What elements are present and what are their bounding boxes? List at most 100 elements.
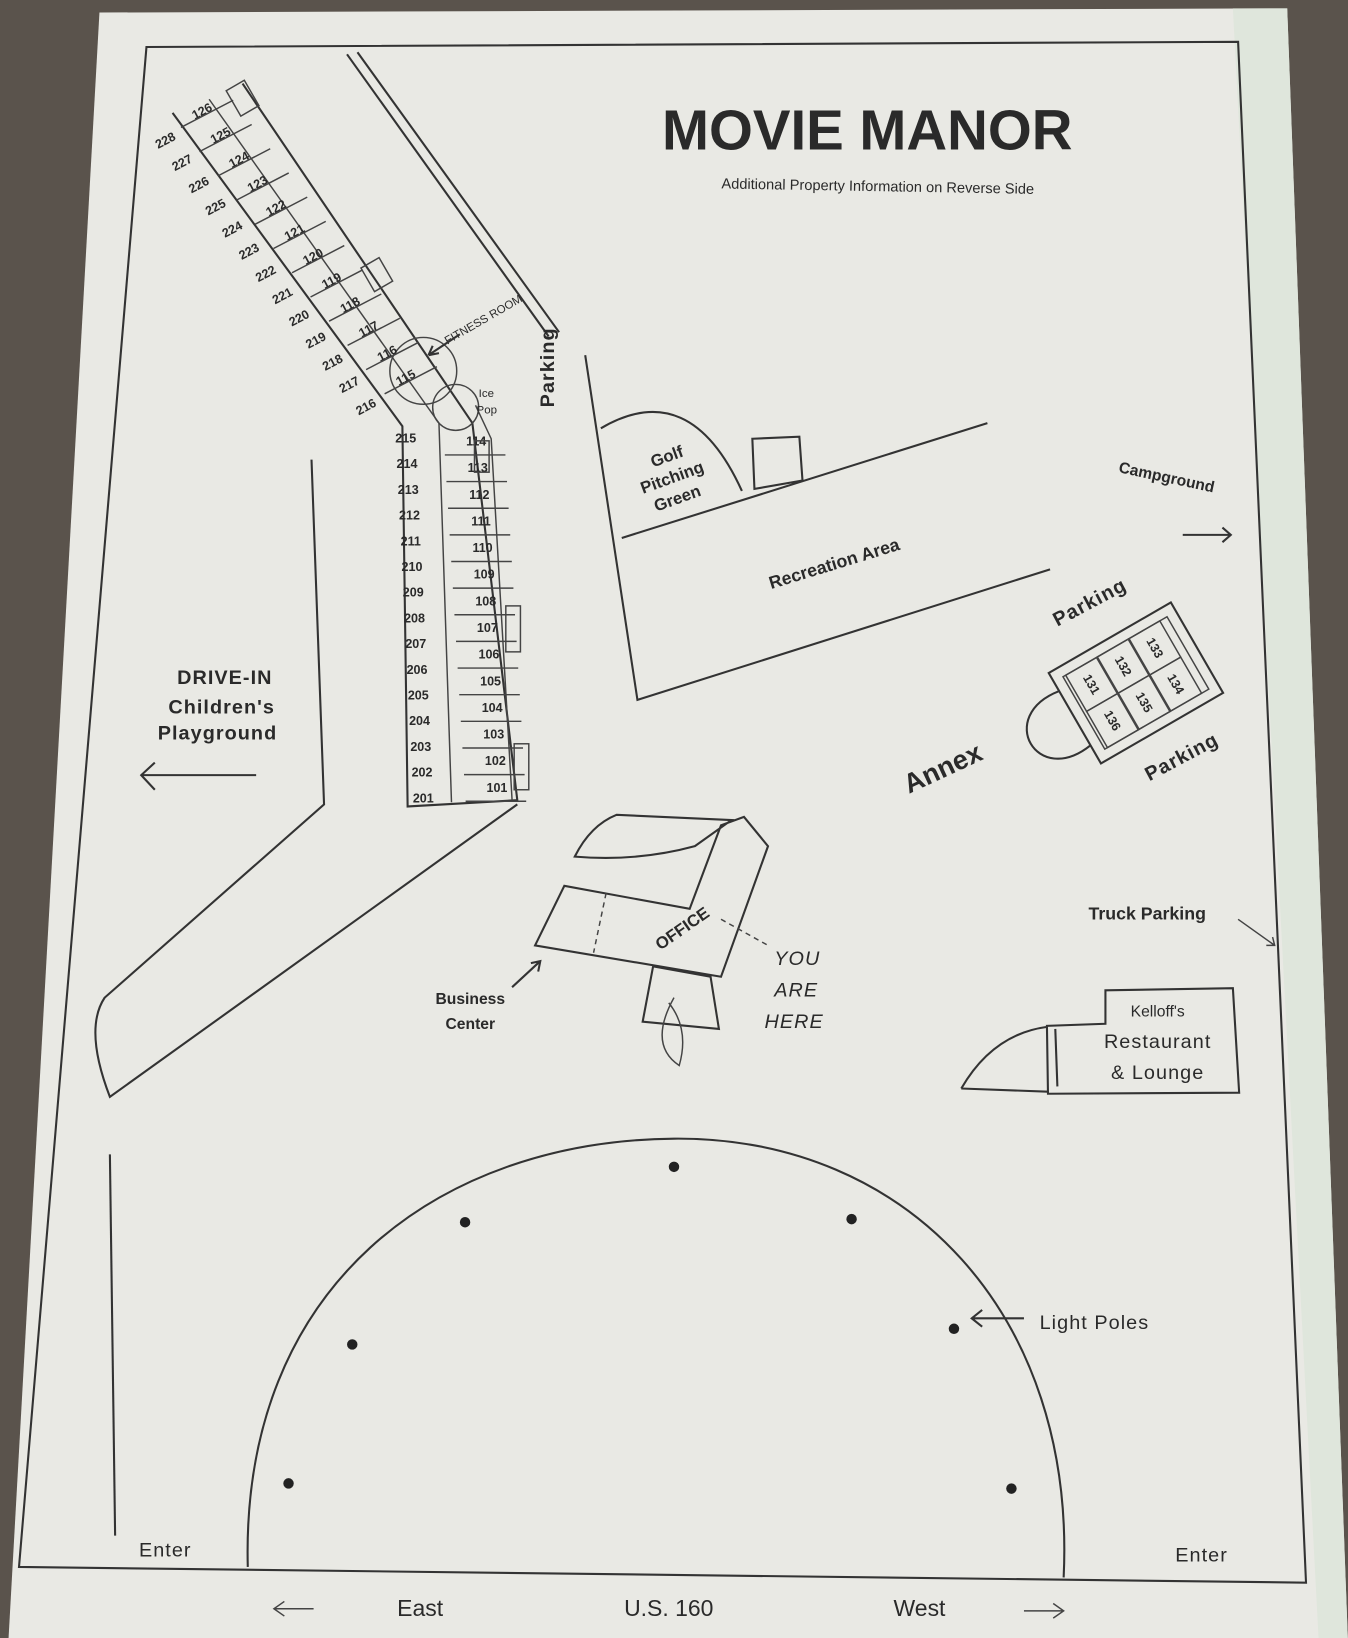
pop-label: Pop (477, 405, 497, 417)
drive-in-label: DRIVE-IN (177, 667, 272, 689)
room-number: 101 (487, 781, 508, 795)
truck-parking-arrow-icon (1237, 918, 1276, 947)
map-subtitle: Additional Property Information on Rever… (721, 176, 1034, 197)
room-divider (199, 123, 253, 153)
light-pole (283, 1478, 294, 1489)
room-divider (365, 341, 419, 371)
room-number: 107 (477, 621, 498, 635)
room-number: 214 (397, 457, 418, 471)
kelloffs-building (960, 987, 1241, 1095)
recreation-area-outline (584, 355, 1051, 702)
playground-label-2: Playground (158, 723, 278, 745)
paper-shadow (1232, 8, 1348, 1638)
campground-arrow-icon (1182, 526, 1233, 543)
restaurant-label: Restaurant (1104, 1031, 1211, 1053)
room-number: 203 (410, 740, 431, 754)
business-center-label-2: Center (445, 1016, 495, 1033)
room-number: 204 (409, 714, 430, 728)
paper-sheet (8, 8, 1348, 1638)
map-border (17, 40, 1308, 1584)
left-road-edge (108, 1154, 117, 1536)
highway-label: U.S. 160 (624, 1595, 713, 1621)
light-pole (846, 1213, 857, 1225)
annex-room (1148, 656, 1203, 713)
room-number: 215 (395, 432, 416, 446)
light-poles-label: Light Poles (1040, 1312, 1150, 1334)
room-divider (273, 220, 327, 250)
room-number: 103 (483, 728, 504, 742)
light-pole (459, 1217, 471, 1228)
parking-road (346, 51, 560, 337)
room-number: 108 (475, 594, 496, 608)
room-number: 210 (402, 560, 423, 574)
room-number: 209 (403, 586, 424, 600)
map-title: MOVIE MANOR (662, 98, 1073, 161)
fitness-arrow-icon (427, 333, 461, 357)
enter-right-label: Enter (1175, 1545, 1228, 1567)
motel-building (171, 82, 519, 808)
building-outline (171, 82, 519, 808)
light-pole (668, 1161, 680, 1173)
room-divider (291, 244, 345, 274)
room-number: 208 (404, 611, 425, 625)
room-number: 206 (407, 663, 428, 677)
room-number: 106 (479, 648, 500, 662)
corridor-line (474, 405, 513, 801)
annex-room (1117, 674, 1171, 731)
room-divider (254, 196, 308, 225)
room-number: 211 (401, 534, 421, 548)
kelloffs-label: Kelloff's (1131, 1003, 1185, 1020)
you-are-here-label-2: ARE (773, 980, 818, 1002)
room-divider (347, 317, 401, 347)
business-center-label-1: Business (435, 991, 505, 1008)
light-pole (347, 1339, 358, 1350)
room-number: 104 (482, 701, 503, 715)
room-divider (236, 172, 290, 201)
business-center-arrow-icon (511, 959, 542, 988)
office-building (533, 813, 770, 1031)
room-divider (384, 366, 438, 395)
truck-parking-label: Truck Parking (1089, 903, 1206, 923)
room-number: 112 (469, 488, 489, 502)
room-divider (217, 148, 271, 177)
room-number: 212 (399, 509, 420, 523)
playground-label-1: Children's (168, 696, 275, 718)
room-number: 105 (480, 674, 501, 688)
room-number: 111 (471, 514, 491, 528)
room-number: 213 (398, 483, 419, 497)
room-number: 109 (474, 568, 495, 582)
west-arrow-icon (1023, 1602, 1065, 1619)
you-are-here-label-3: HERE (764, 1011, 823, 1033)
stairs-icons (225, 79, 530, 791)
drive-in-road (94, 459, 518, 1099)
you-are-here-label-1: YOU (774, 948, 820, 970)
west-label: West (894, 1595, 947, 1621)
ice-pop-circle (431, 383, 480, 432)
room-number: 202 (412, 766, 433, 780)
fitness-room-circle (389, 336, 458, 406)
drive-in-arrow-icon (139, 761, 257, 791)
light-pole (1006, 1483, 1017, 1494)
east-label: East (397, 1595, 444, 1621)
room-divider (310, 269, 364, 298)
room-number: 113 (468, 461, 488, 475)
enter-left-label: Enter (139, 1540, 192, 1562)
lounge-label: & Lounge (1111, 1062, 1204, 1084)
east-arrow-icon (272, 1600, 314, 1617)
light-pole (948, 1323, 960, 1335)
room-divider (328, 293, 382, 322)
room-number: 110 (472, 541, 492, 555)
light-poles-arrow-icon (970, 1309, 1024, 1328)
room-number: 207 (405, 637, 426, 651)
annex-room (1085, 692, 1140, 749)
ice-label: Ice (479, 388, 494, 400)
parking-road-label: Parking (537, 327, 559, 407)
room-number: 201 (413, 791, 434, 805)
room-number: 102 (485, 754, 506, 768)
office-dashed-lines (592, 893, 769, 953)
room-number: 205 (408, 688, 429, 702)
you-are-here-scribble (661, 997, 684, 1067)
